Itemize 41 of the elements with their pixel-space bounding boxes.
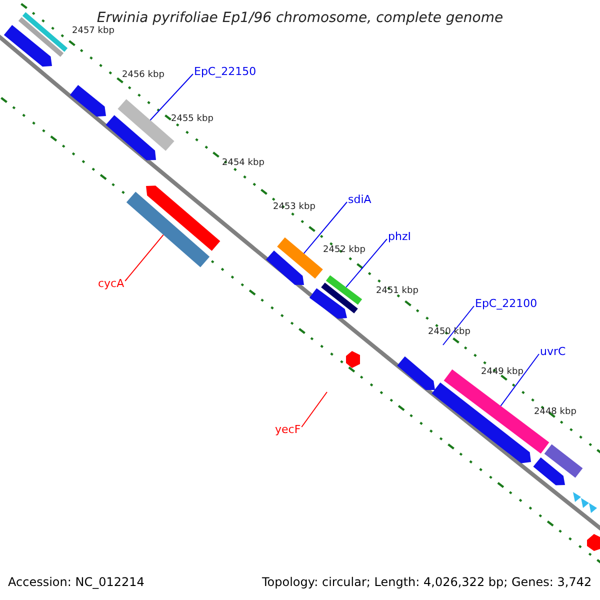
- gene-label: sdiA: [348, 194, 372, 205]
- gene-bar: [326, 275, 362, 305]
- tick-label: 2452 kbp: [323, 246, 366, 255]
- map-title: Erwinia pyrifoliae Ep1/96 chromosome, complete genome: [96, 11, 504, 25]
- gene-feature: [309, 288, 347, 319]
- leader-line: [442, 306, 474, 346]
- gene-feature: [4, 25, 52, 67]
- leader-line: [301, 392, 328, 428]
- gene-label: EpC_22150: [194, 66, 256, 77]
- gene-feature: [146, 186, 220, 251]
- gene-label: EpC_22100: [475, 298, 538, 309]
- gene-feature: [106, 115, 156, 160]
- gene-feature: [70, 85, 106, 117]
- gene-bar: [277, 237, 323, 279]
- gene-label: cycA: [98, 278, 124, 289]
- leader-line: [150, 74, 194, 121]
- gene-bar: [544, 444, 583, 478]
- tick-label: 2448 kbp: [534, 408, 576, 417]
- gene-feature: [397, 356, 435, 390]
- gene-bar: [126, 192, 210, 268]
- tick-label: 2451 kbp: [376, 287, 418, 296]
- leader-line: [346, 238, 388, 288]
- gene-feature: [432, 382, 531, 464]
- tick-label: 2449 kbp: [481, 368, 524, 377]
- info-text: Accession: NC_012214: [8, 576, 144, 588]
- tick-label: 2456 kbp: [122, 71, 164, 80]
- info-text: Topology: circular; Length: 4,026,322 bp; Genes: 3,742: [262, 576, 592, 588]
- leader-line: [500, 354, 540, 406]
- gene-feature: [266, 250, 304, 285]
- gene-label: uvrC: [540, 346, 566, 357]
- tick-label: 2450 kbp: [428, 328, 470, 337]
- gene-label: phzI: [388, 231, 411, 242]
- gene-feature: [533, 457, 565, 486]
- gene-bar: [321, 282, 358, 314]
- leader-line: [124, 234, 164, 282]
- gene-label: yecF: [275, 424, 301, 435]
- tick-label: 2457 kbp: [72, 27, 114, 36]
- tick-label: 2453 kbp: [273, 203, 316, 212]
- tick-label: 2454 kbp: [222, 159, 264, 168]
- tick-label: 2455 kbp: [171, 115, 214, 124]
- leader-line: [303, 202, 348, 254]
